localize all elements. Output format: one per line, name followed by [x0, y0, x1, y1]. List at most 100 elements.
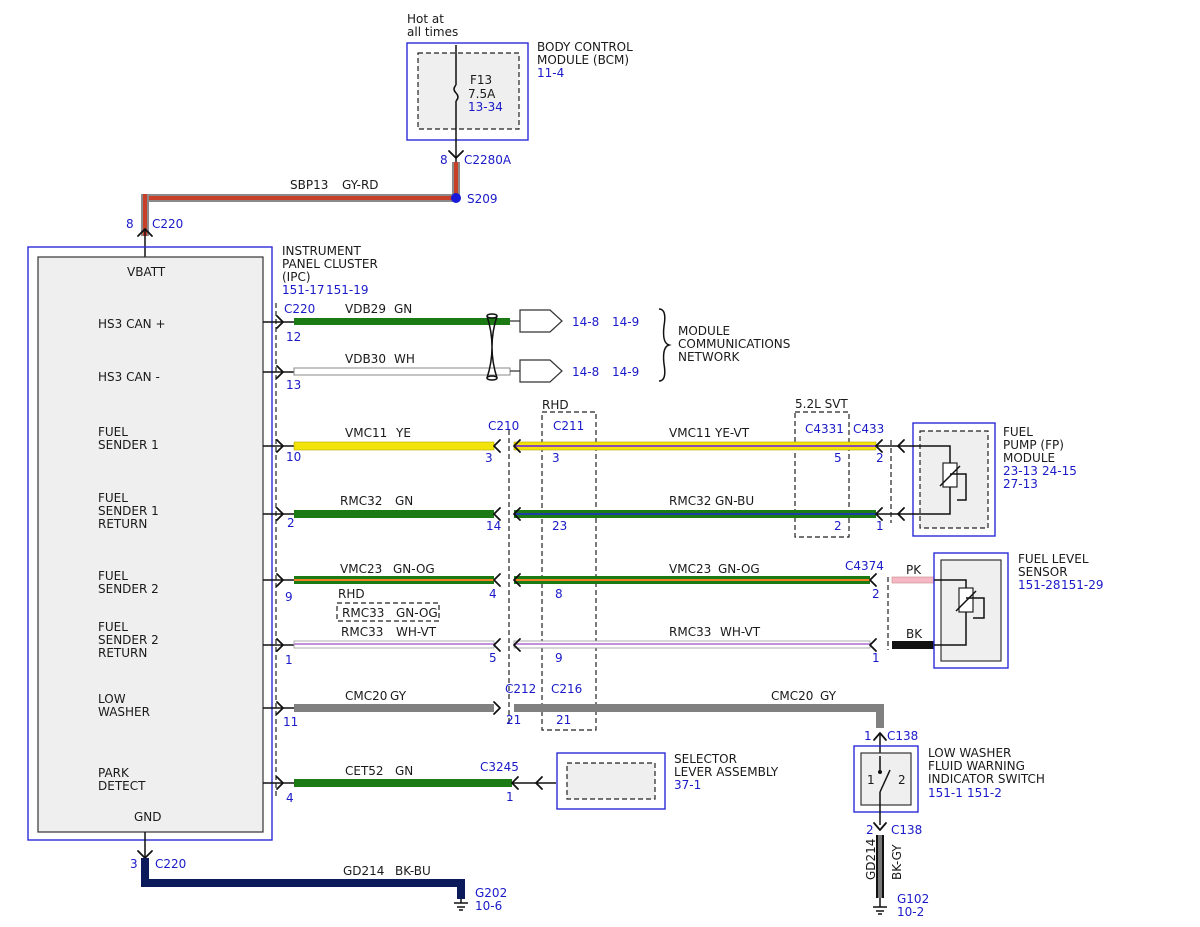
pin-number: 5 [834, 451, 842, 465]
vdb29-ref1[interactable]: 14-8 [572, 315, 599, 329]
splice-s209[interactable] [451, 193, 461, 203]
fp-ref2[interactable]: 24-15 [1042, 464, 1077, 478]
ipc-pin-labels: HS3 CAN + HS3 CAN - FUEL SENDER 1 FUEL S… [98, 317, 166, 793]
fuse-ref[interactable]: 13-34 [468, 100, 503, 114]
pin-number: 2 [872, 587, 880, 601]
pin-number: 21 [556, 713, 571, 727]
bcm-supply-l1: Hot at [407, 12, 444, 26]
fls-ref1[interactable]: 151-28 [1018, 578, 1061, 592]
pin-number: 10 [286, 450, 301, 464]
network-brace [658, 308, 672, 382]
rmc33-alt-circuit: RMC33 [342, 606, 384, 620]
pin-number: 2 [287, 516, 295, 530]
c220-bottom-label[interactable]: C220 [155, 857, 186, 871]
washer-l2: FLUID WARNING [928, 759, 1025, 773]
washer-ref2[interactable]: 151-2 [967, 786, 1002, 800]
ipc-vbatt: VBATT [127, 265, 166, 279]
ipc-name-l1: INSTRUMENT [282, 244, 361, 258]
cmc20b-circuit: CMC20 [771, 689, 813, 703]
pin-number: 23 [552, 519, 567, 533]
c211-label[interactable]: C211 [553, 419, 584, 433]
fuse-icon [453, 84, 459, 102]
network-label-l3: NETWORK [678, 350, 741, 364]
vdb30-ref2[interactable]: 14-9 [612, 365, 639, 379]
rmc33-circuit: RMC33 [341, 625, 383, 639]
rmc33-rhd: RHD [338, 587, 365, 601]
ipc-ref2[interactable]: 151-19 [326, 283, 369, 297]
c4331-label[interactable]: C4331 [805, 422, 844, 436]
rmc32-color: GN [395, 494, 413, 508]
rmc33-alt-color: GN-OG [396, 606, 438, 620]
fp-ref3[interactable]: 27-13 [1003, 477, 1038, 491]
c2280a-label[interactable]: C2280A [464, 153, 512, 167]
c216-label[interactable]: C216 [551, 682, 582, 696]
pin-label: PARK [98, 766, 130, 780]
gd214b-circuit: GD214 [864, 839, 878, 880]
pin-number: 3 [485, 451, 493, 465]
rmc32b-color: GN-BU [715, 494, 754, 508]
pin-number: 4 [286, 791, 294, 805]
c210-label[interactable]: C210 [488, 419, 519, 433]
rmc33-alt-box [336, 602, 440, 622]
wire-vmc11: VMC11 YE VMC11 YE-VT 3 3 5 2 [293, 426, 912, 465]
ipc-module: VBATT GND INSTRUMENT PANEL CLUSTER (IPC)… [27, 244, 378, 841]
g202-ref[interactable]: 10-6 [475, 899, 502, 913]
wire-vmc23: PK VMC23 GN-OG VMC23 GN-OG 4 8 2 [294, 562, 935, 601]
pin-label: RETURN [98, 517, 147, 531]
pin-label: FUEL [98, 569, 128, 583]
switch-contact-icon [879, 769, 891, 793]
network-wires: VDB29 GN VDB30 WH 14-8 14-9 14-8 14-9 MO… [293, 302, 790, 383]
c212-label[interactable]: C212 [505, 682, 536, 696]
washer-ref1[interactable]: 151-1 [928, 786, 963, 800]
g202-label[interactable]: G202 [475, 886, 507, 900]
vdb29-ref2[interactable]: 14-9 [612, 315, 639, 329]
c3245-label[interactable]: C3245 [480, 760, 519, 774]
fuse-name: F13 [470, 73, 492, 87]
pin-label: RETURN [98, 646, 147, 660]
fls-ref2[interactable]: 151-29 [1061, 578, 1104, 592]
pin-label: LOW [98, 692, 126, 706]
vdb29-circuit: VDB29 [345, 302, 386, 316]
wire-gd214: 3 C220 GD214 BK-BU G202 10-6 [130, 832, 507, 913]
splice-label[interactable]: S209 [467, 192, 498, 206]
pin-label: WASHER [98, 705, 150, 719]
c138-top-label[interactable]: C138 [887, 729, 918, 743]
wire-sbp13: S209 SBP13 GY-RD 8 C220 [126, 162, 498, 258]
svt-label: 5.2L SVT [795, 397, 848, 411]
pin-label: SENDER 1 [98, 504, 159, 518]
cmc20b-color: GY [820, 689, 837, 703]
selector-l2: LEVER ASSEMBLY [674, 765, 779, 779]
g102-ref[interactable]: 10-2 [897, 905, 924, 919]
rhd-label: RHD [542, 398, 569, 412]
c2280a-arrow-icon [448, 150, 464, 159]
vmc11b-circuit: VMC11 [669, 426, 711, 440]
rmc33b-circuit: RMC33 [669, 625, 711, 639]
g102-label[interactable]: G102 [897, 892, 929, 906]
pin-number: 9 [285, 590, 293, 604]
ipc-name-l2: PANEL CLUSTER [282, 257, 378, 271]
rmc33-color: WH-VT [396, 625, 437, 639]
pin-number: 4 [489, 587, 497, 601]
pin-number: 8 [555, 587, 563, 601]
pin-number: 1 [872, 651, 880, 665]
vmc23b-color: GN-OG [718, 562, 760, 576]
wire-pk [891, 576, 935, 584]
ipc-c220-label[interactable]: C220 [284, 302, 315, 316]
wire-rmc32: RMC32 GN RMC32 GN-BU 14 23 2 1 [294, 494, 912, 533]
c433-label[interactable]: C433 [853, 422, 884, 436]
pin-number: 11 [283, 715, 298, 729]
cet52-color: GN [395, 764, 413, 778]
washer-l3: INDICATOR SWITCH [928, 772, 1045, 786]
c4374-label[interactable]: C4374 [845, 559, 884, 573]
selector-ref[interactable]: 37-1 [674, 778, 701, 792]
bcm-ref[interactable]: 11-4 [537, 66, 564, 80]
wire-cmc20: CMC20 GY CMC20 GY 21 21 1 C138 [294, 689, 918, 756]
pin-label: SENDER 2 [98, 582, 159, 596]
ipc-ref1[interactable]: 151-17 [282, 283, 325, 297]
fp-ref1[interactable]: 23-13 [1003, 464, 1038, 478]
vdb30-ref1[interactable]: 14-8 [572, 365, 599, 379]
rmc33b-color: WH-VT [720, 625, 761, 639]
c220-top-label[interactable]: C220 [152, 217, 183, 231]
c138-bottom-label[interactable]: C138 [891, 823, 922, 837]
pin-number: 2 [866, 823, 874, 837]
